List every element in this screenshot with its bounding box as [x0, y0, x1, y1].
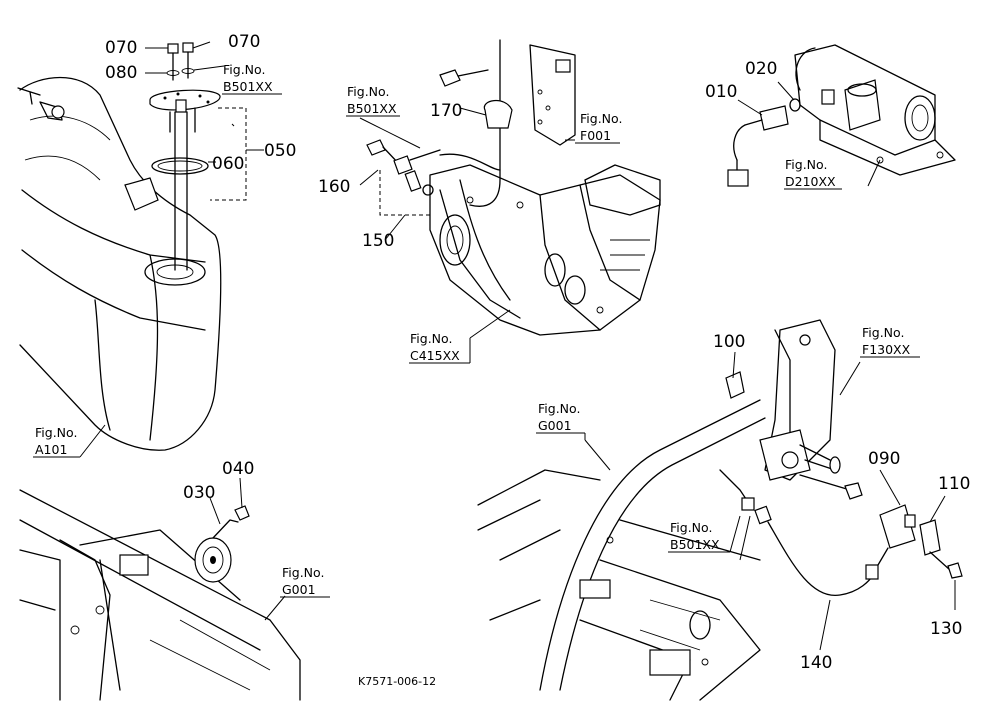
callout-020: 020: [745, 59, 777, 79]
callout-010: 010: [705, 82, 737, 102]
fig-ref-code: G001: [538, 418, 572, 433]
fuel-tank-illustration: [17, 76, 222, 451]
callout-170: 170: [430, 101, 462, 121]
part-callouts: 070 070 080 050 060 170 160 150 010 020 …: [105, 32, 970, 673]
fig-ref-label: Fig.No.: [862, 325, 904, 340]
figure-references: Fig.No. B501XX Fig.No. B501XX Fig.No. F0…: [33, 62, 920, 598]
fig-ref-code: B501XX: [347, 101, 397, 116]
horn-illustration: [19, 477, 301, 701]
callout-040: 040: [222, 459, 254, 479]
fig-ref-label: Fig.No.: [580, 111, 622, 126]
transmission-illustration: [359, 39, 661, 339]
frame-illustration: [477, 319, 963, 701]
fig-ref-label: Fig.No.: [670, 520, 712, 535]
callout-030: 030: [183, 483, 215, 503]
callout-070-left: 070: [105, 38, 137, 58]
fig-ref-label: Fig.No.: [223, 62, 265, 77]
fig-ref-label: Fig.No.: [347, 84, 389, 99]
fig-ref-code: F130XX: [862, 342, 911, 357]
callout-050: 050: [264, 141, 296, 161]
fig-ref-code: D210XX: [785, 174, 836, 189]
fig-ref-code: C415XX: [410, 348, 460, 363]
fuel-gauge-unit: [145, 41, 264, 271]
callout-070-right: 070: [228, 32, 260, 52]
callout-090: 090: [868, 449, 900, 469]
fig-ref-label: Fig.No.: [538, 401, 580, 416]
callout-100: 100: [713, 332, 745, 352]
fig-ref-label: Fig.No.: [35, 425, 77, 440]
fig-ref-code: F001: [580, 128, 611, 143]
fig-ref-code: B501XX: [670, 537, 720, 552]
callout-150: 150: [362, 231, 394, 251]
fig-ref-code: B501XX: [223, 79, 273, 94]
callout-160: 160: [318, 177, 350, 197]
callout-130: 130: [930, 619, 962, 639]
fig-ref-code: A101: [35, 442, 67, 457]
fig-ref-label: Fig.No.: [785, 157, 827, 172]
callout-110: 110: [938, 474, 970, 494]
fig-ref-code: G001: [282, 582, 316, 597]
callout-060: 060: [212, 154, 244, 174]
callout-140: 140: [800, 653, 832, 673]
switch-housing-illustration: [727, 44, 956, 187]
callout-080: 080: [105, 63, 137, 83]
fig-ref-label: Fig.No.: [410, 331, 452, 346]
drawing-code: K7571-006-12: [358, 675, 436, 688]
fig-ref-label: Fig.No.: [282, 565, 324, 580]
